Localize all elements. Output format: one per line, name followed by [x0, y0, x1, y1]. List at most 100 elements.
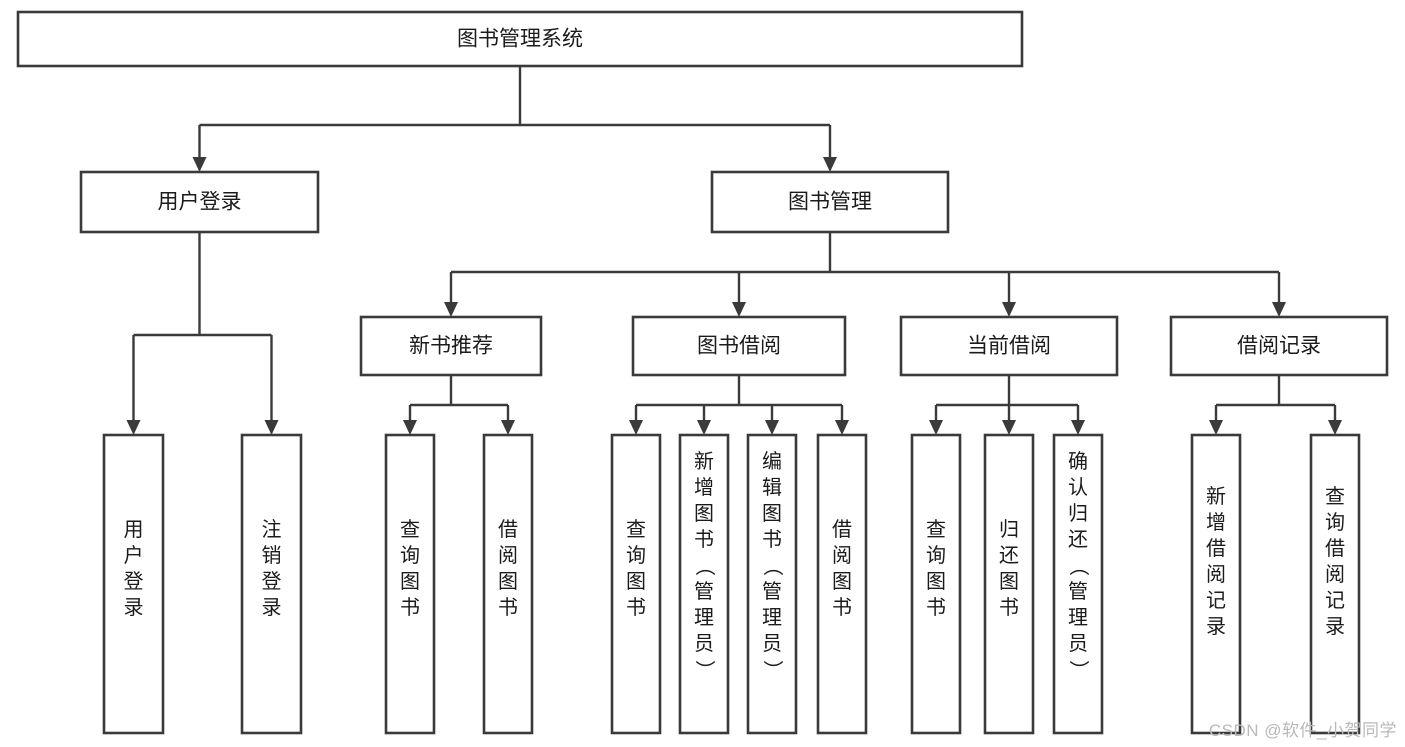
node-label: 新书推荐 — [409, 335, 493, 358]
level3-node[interactable]: 借阅记录 — [1169, 315, 1389, 377]
node-label-char: 图 — [400, 571, 420, 593]
node-box — [910, 433, 962, 735]
node-box — [746, 433, 798, 735]
node-label-char: 录 — [124, 597, 144, 619]
node-label-char: 录 — [1325, 616, 1345, 638]
node-label-char: 查 — [400, 518, 420, 541]
level2-node[interactable]: 用户登录 — [79, 170, 320, 234]
node-label-char: 登 — [262, 570, 282, 593]
node-label-char: 管 — [694, 580, 714, 603]
node-label-char: 登 — [124, 570, 144, 593]
node-label-char: 询 — [1325, 511, 1345, 534]
node-box — [1052, 433, 1104, 735]
node-box — [631, 315, 847, 377]
node-layer: 图书管理系统用户登录图书管理新书推荐图书借阅当前借阅借阅记录用户登录注销登录查询… — [16, 10, 1389, 735]
node-box — [359, 315, 543, 377]
level2-node[interactable]: 图书管理 — [710, 170, 950, 234]
node-label-char: 理 — [1068, 607, 1088, 629]
arrow-head-icon — [1002, 420, 1016, 435]
node-label-char: 理 — [762, 607, 782, 629]
node-label: 当前借阅 — [967, 335, 1051, 358]
node-label-char: 录 — [262, 597, 282, 619]
node-label-char: 询 — [400, 544, 420, 567]
node-label-char: 阅 — [1325, 563, 1345, 586]
node-label-char: 记 — [1206, 589, 1226, 612]
node-box — [1190, 433, 1242, 735]
node-label-char: 书 — [626, 596, 646, 619]
node-box — [816, 433, 868, 735]
node-label-char: 员 — [1068, 633, 1088, 655]
node-label-char: 户 — [124, 544, 144, 567]
node-label-char: 归 — [999, 518, 1019, 541]
node-box — [240, 433, 303, 735]
arrow-head-icon — [629, 420, 643, 435]
node-box — [16, 10, 1024, 68]
node-box — [384, 433, 436, 735]
node-label: 用户登录 — [158, 191, 242, 214]
node-label-char: （ — [693, 556, 716, 576]
node-label-char: ） — [693, 660, 716, 680]
arrow-head-icon — [126, 420, 141, 435]
node-label-char: ） — [1067, 660, 1090, 680]
arrow-head-icon — [501, 420, 515, 435]
node-label-char: 借 — [1325, 537, 1345, 560]
node-label-char: 询 — [626, 544, 646, 567]
root-node[interactable]: 图书管理系统 — [16, 10, 1024, 68]
level3-node[interactable]: 图书借阅 — [631, 315, 847, 377]
level3-node[interactable]: 新书推荐 — [359, 315, 543, 377]
node-box — [102, 433, 165, 735]
node-label-char: 书 — [400, 596, 420, 619]
node-label-char: 查 — [626, 518, 646, 541]
node-label-char: 图 — [999, 571, 1019, 593]
node-label-char: （ — [1067, 556, 1090, 576]
node-label-char: 询 — [926, 544, 946, 567]
node-label-char: （ — [761, 556, 784, 576]
node-box — [710, 170, 950, 234]
level3-node[interactable]: 当前借阅 — [899, 315, 1119, 377]
node-label-char: 书 — [926, 596, 946, 619]
node-box — [79, 170, 320, 234]
node-label-char: 图 — [694, 503, 714, 525]
node-label-char: 书 — [694, 528, 714, 551]
arrow-head-icon — [1071, 420, 1085, 435]
arrow-head-icon — [1209, 420, 1223, 435]
node-label-char: 书 — [999, 596, 1019, 619]
arrow-head-icon — [1272, 302, 1286, 317]
node-label-char: 图 — [832, 571, 852, 593]
arrow-head-icon — [823, 157, 837, 172]
connector-layer — [126, 66, 1342, 435]
arrow-head-icon — [403, 420, 417, 435]
node-label-char: ） — [761, 660, 784, 680]
node-label-char: 图 — [762, 503, 782, 525]
node-label-char: 借 — [498, 518, 518, 541]
node-label-char: 书 — [762, 528, 782, 551]
arrow-head-icon — [697, 420, 711, 435]
arrow-head-icon — [264, 420, 279, 435]
node-label-char: 用 — [124, 519, 144, 541]
node-label-char: 录 — [1206, 616, 1226, 638]
node-label-char: 图 — [626, 571, 646, 593]
leaf-node[interactable]: 用户登录 — [102, 433, 165, 735]
node-label-char: 辑 — [762, 476, 782, 499]
node-label: 借阅记录 — [1237, 335, 1321, 358]
node-label-char: 员 — [694, 633, 714, 655]
node-label-char: 理 — [694, 607, 714, 629]
node-label-char: 图 — [498, 571, 518, 593]
node-box — [1169, 315, 1389, 377]
node-box — [482, 433, 534, 735]
arrow-head-icon — [765, 420, 779, 435]
node-label-char: 新 — [694, 450, 714, 473]
node-label-char: 还 — [999, 544, 1019, 567]
